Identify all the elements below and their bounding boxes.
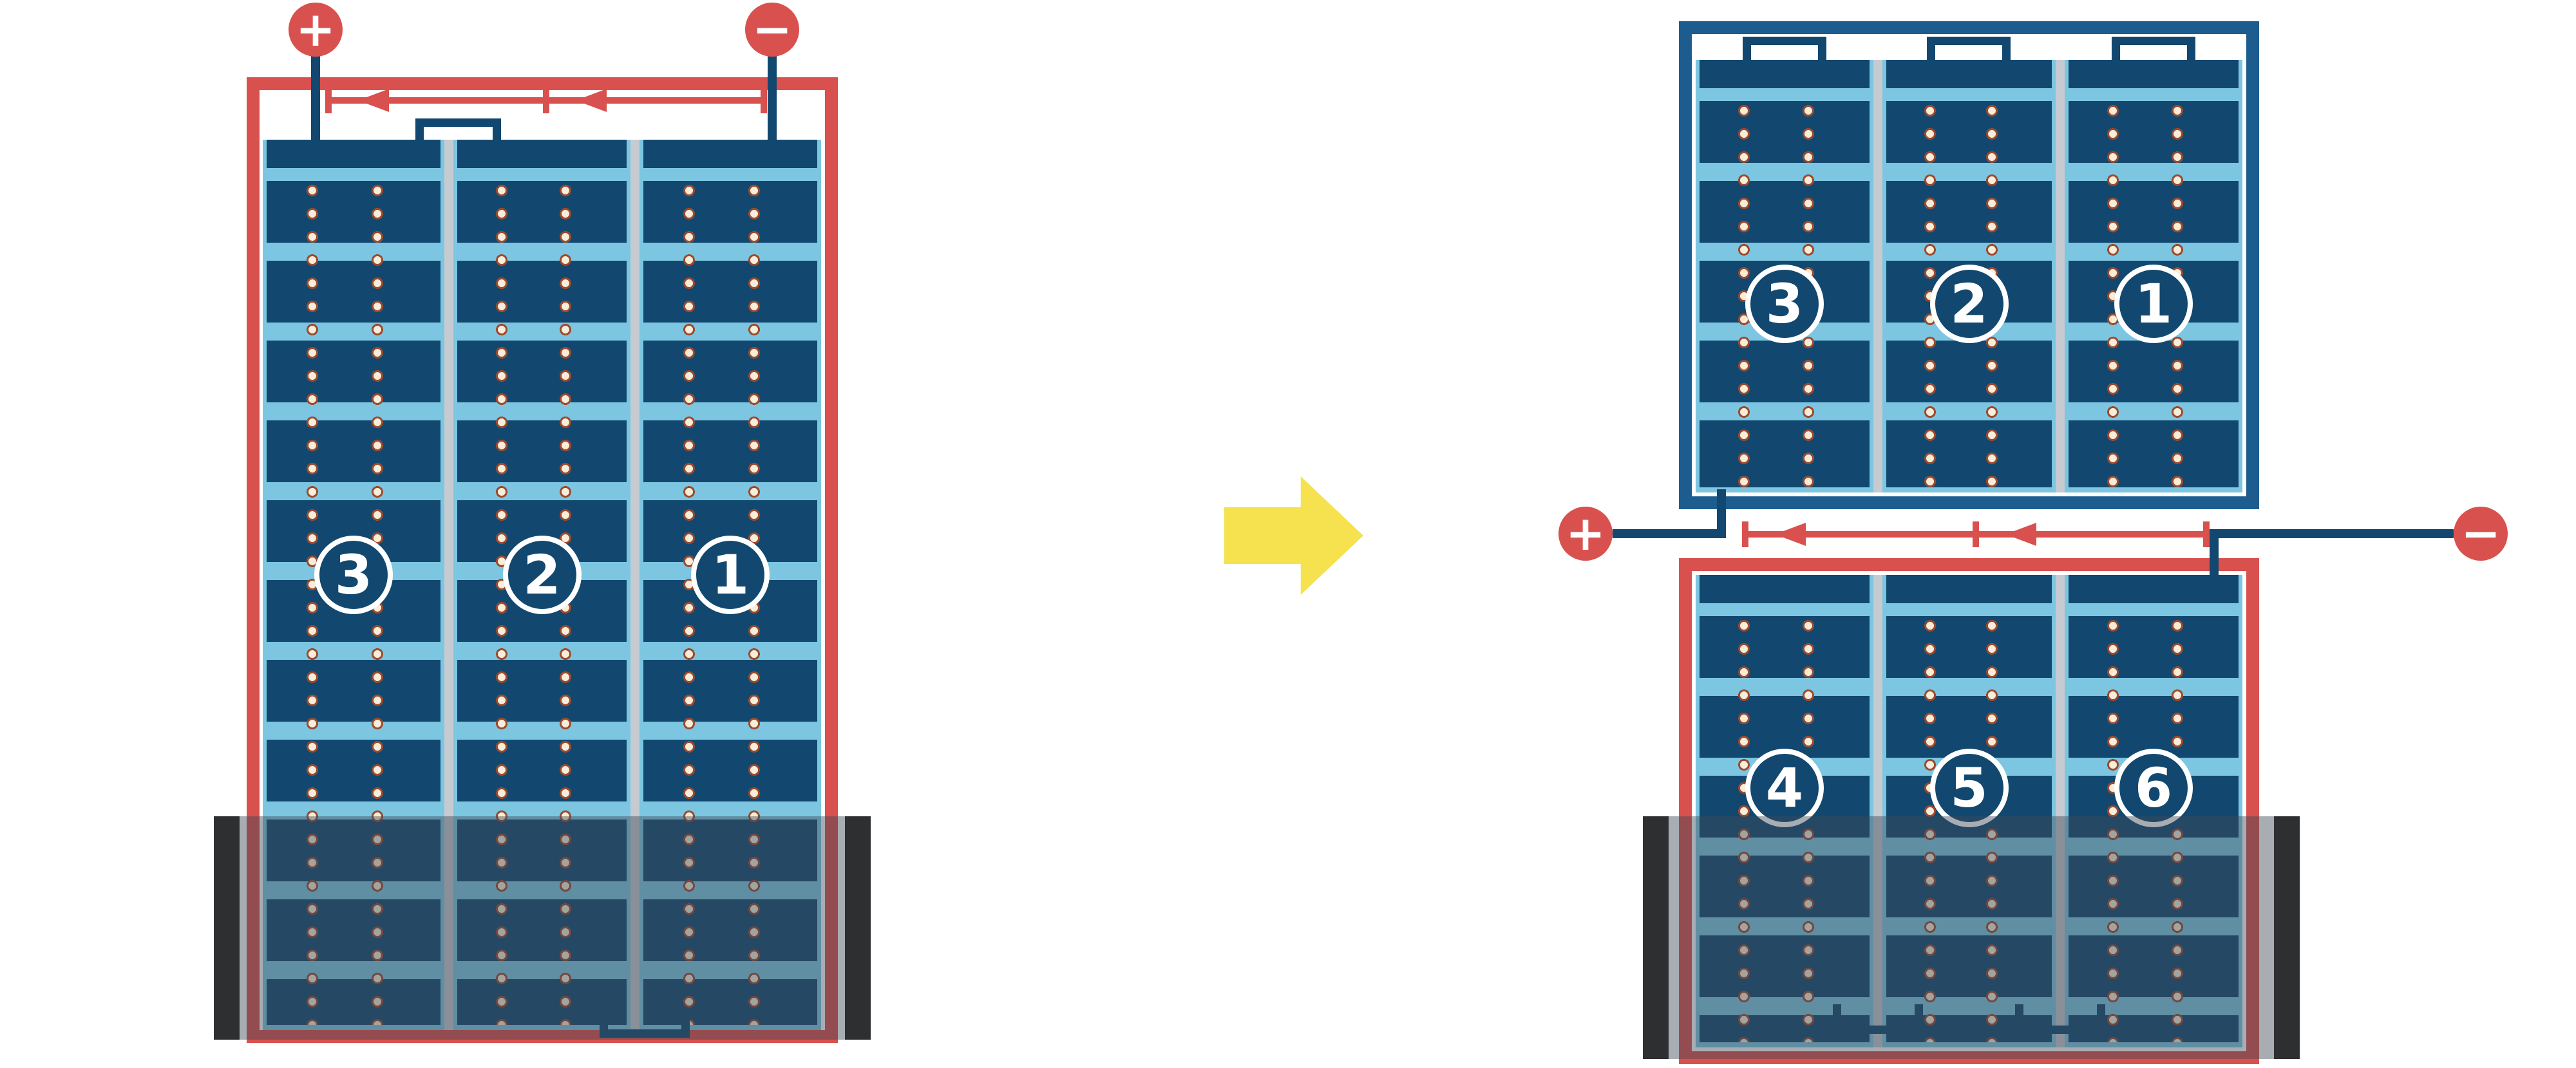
busbar-dots	[1924, 620, 1936, 1042]
left-arrowhead-icon	[358, 89, 389, 112]
left-arrowhead-icon	[1775, 523, 1806, 546]
string-column: 6	[2065, 575, 2242, 1047]
shade-bar	[1643, 816, 2300, 1059]
busbar-bottom	[2069, 464, 2239, 487]
busbar-dots	[1738, 105, 1750, 487]
negative-lead-wire	[2210, 529, 2454, 538]
string-number-badge: 3	[314, 536, 393, 614]
negative-lead-wire	[768, 55, 777, 164]
busbar-top	[1886, 575, 2052, 603]
current-flow-arrows	[1742, 521, 2210, 547]
busbar-top	[1700, 60, 1870, 88]
busbar-dots	[1986, 620, 1998, 1042]
string-number-badge: 4	[1745, 749, 1824, 827]
current-flow-arrows	[325, 88, 767, 113]
string-column: 4	[1696, 575, 1873, 1047]
busbar-bottom	[1886, 464, 2052, 487]
panel-link-wire	[1717, 489, 1726, 538]
shade-cap	[1643, 816, 1669, 1059]
string-bridge-bottom	[600, 1008, 690, 1038]
negative-terminal-icon: −	[745, 3, 799, 57]
cell-grid	[1886, 616, 2052, 1042]
busbar-dots	[2107, 620, 2119, 1042]
column-divider	[1873, 575, 1882, 1047]
cell-grid	[1700, 616, 1870, 1042]
string-bridge-top	[415, 118, 501, 148]
positive-lead-wire	[311, 55, 320, 164]
cell-surface: 3 2 1	[263, 140, 821, 1030]
column-divider	[1873, 60, 1882, 492]
top-panel-frame	[1679, 21, 2259, 509]
string-column: 2	[1882, 60, 2056, 492]
busbar-dots	[496, 185, 507, 1025]
column-divider	[2056, 60, 2065, 492]
busbar-bottom	[1700, 464, 1870, 487]
busbar-top	[267, 140, 440, 168]
busbar-top	[1886, 60, 2052, 88]
busbar-bottom	[457, 1002, 627, 1025]
shade-cap	[214, 816, 240, 1040]
column-divider	[2056, 575, 2065, 1047]
top-cell-surface: 3 2 1	[1696, 60, 2242, 492]
string-number-badge: 6	[2114, 749, 2193, 827]
busbar-top	[2069, 60, 2239, 88]
positive-terminal-icon: +	[1558, 507, 1613, 561]
busbar-dots	[2171, 620, 2183, 1042]
bottom-panel-frame	[1679, 558, 2259, 1064]
busbar-dots	[1738, 620, 1750, 1042]
positive-lead-wire	[1613, 529, 1726, 538]
busbar-dots	[306, 185, 318, 1025]
string-bridge-bottom	[1833, 1004, 1923, 1034]
string-bridge-bottom	[2015, 1004, 2105, 1034]
busbar-bottom	[643, 1002, 817, 1025]
string-number-badge: 1	[2114, 265, 2193, 343]
left-arrowhead-icon	[2005, 523, 2036, 546]
busbar-bottom	[267, 1002, 440, 1025]
string-column: 5	[1882, 575, 2056, 1047]
string-bridge-top	[1743, 37, 1826, 66]
column-divider	[444, 140, 453, 1030]
string-number-badge: 5	[1929, 749, 2009, 827]
busbar-dots	[683, 185, 695, 1025]
string-column: 2	[453, 140, 630, 1030]
busbar-top	[457, 140, 627, 168]
string-number-badge: 2	[1929, 265, 2009, 343]
cell-grid	[2069, 616, 2239, 1042]
panel-frame	[247, 77, 838, 1043]
busbar-top	[643, 140, 817, 168]
left-arrowhead-icon	[576, 89, 607, 112]
shade-cap	[845, 816, 871, 1040]
shade-cap	[2274, 816, 2300, 1059]
string-column: 1	[639, 140, 821, 1030]
string-number-badge: 3	[1745, 265, 1824, 343]
transform-arrow-icon	[1224, 476, 1363, 595]
busbar-dots	[1802, 620, 1814, 1042]
string-column: 3	[1696, 60, 1873, 492]
string-column: 3	[263, 140, 444, 1030]
string-column: 1	[2065, 60, 2242, 492]
bottom-cell-surface: 4 5 6	[1696, 575, 2242, 1047]
positive-terminal-icon: +	[289, 3, 343, 57]
column-divider	[630, 140, 639, 1030]
string-number-badge: 2	[502, 536, 582, 614]
string-number-badge: 1	[691, 536, 770, 614]
busbar-dots	[2107, 105, 2119, 487]
panel-link-wire	[2210, 529, 2219, 581]
string-bridge-top	[1927, 37, 2011, 66]
string-bridge-top	[2112, 37, 2195, 66]
shade-bar	[214, 816, 871, 1040]
negative-terminal-icon: −	[2454, 507, 2508, 561]
busbar-top	[1700, 575, 1870, 603]
